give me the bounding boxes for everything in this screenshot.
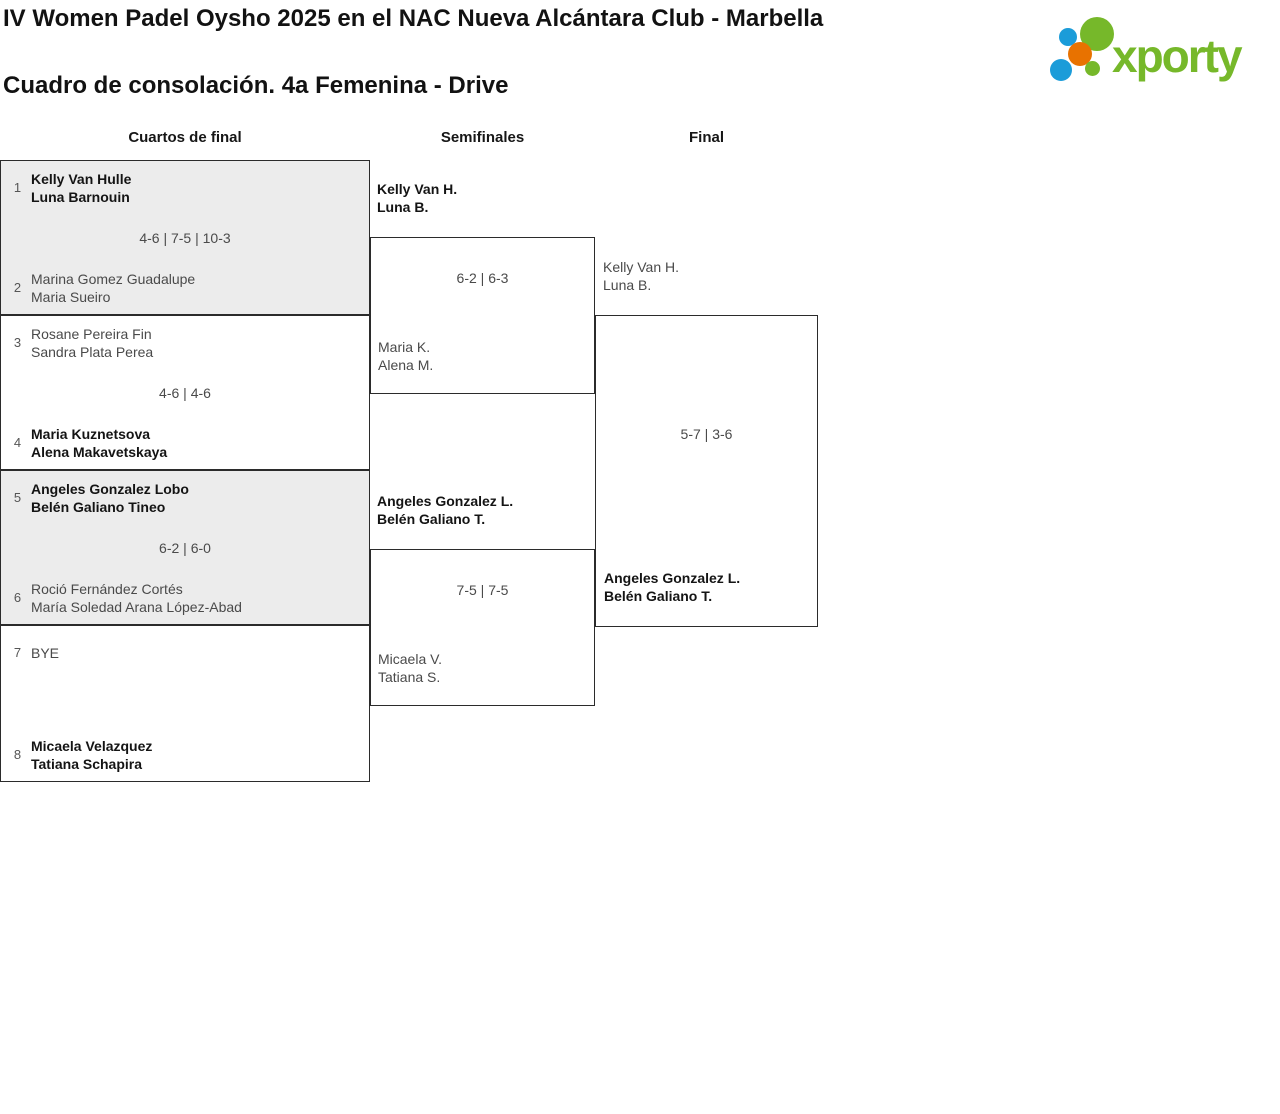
player-name: Kelly Van Hulle [31,170,132,187]
team-row: 2 Marina Gomez Guadalupe Maria Sueiro [11,269,359,306]
logo-dot-blue-small-icon [1059,28,1077,46]
team-row: 6 Roció Fernández Cortés María Soledad A… [11,579,359,616]
player-name: Angeles Gonzalez L. [377,493,514,509]
team-names: Roció Fernández Cortés María Soledad Ara… [31,580,242,616]
seed-number: 4 [13,435,22,450]
round-header-final: Final [688,129,724,146]
player-name: Belén Galiano T. [377,511,486,527]
player-name: Belén Galiano T. [604,588,713,604]
player-name: Roció Fernández Cortés [31,580,183,597]
seed-number: 3 [13,335,22,350]
seed-number: 6 [13,590,22,605]
advancing-team-label: Kelly Van H. Luna B. [377,180,457,216]
match-score: 6-2 | 6-0 [159,539,211,556]
team-names: Kelly Van Hulle Luna Barnouin [31,170,131,206]
seed-number: 8 [13,747,22,762]
logo-dot-blue-large-icon [1050,59,1072,81]
semifinal-match-1[interactable]: 6-2 | 6-3 Maria K. Alena M. [370,237,595,394]
bracket-subtitle: Cuadro de consolación. 4a Femenina - Dri… [3,72,509,99]
match-score: 4-6 | 4-6 [159,384,211,401]
round-header-semifinals: Semifinales [440,129,525,146]
match-score: 7-5 | 7-5 [456,582,509,598]
seed-number: 5 [13,490,22,505]
advancing-team-label: Angeles Gonzalez L. Belén Galiano T. [604,569,740,605]
semifinal-match-2[interactable]: 7-5 | 7-5 Micaela V. Tatiana S. [370,549,595,706]
player-name: Luna Barnouin [31,188,130,205]
player-name: Marina Gomez Guadalupe [31,270,196,287]
player-name: Kelly Van H. [377,181,458,197]
player-name: Micaela Velazquez [31,737,153,754]
team-names: BYE [31,644,59,662]
logo-dot-green-small-icon [1085,61,1100,76]
seed-number: 7 [13,645,22,660]
seed-number: 2 [13,280,22,295]
player-name: Luna B. [377,199,429,215]
tournament-title: IV Women Padel Oysho 2025 en el NAC Nuev… [3,5,824,32]
advancing-team-label: Maria K. Alena M. [378,338,433,374]
advancing-team-label: Micaela V. Tatiana S. [378,650,442,686]
team-names: Micaela Velazquez Tatiana Schapira [31,737,152,773]
match-score: 6-2 | 6-3 [456,270,509,286]
quarterfinal-match-1[interactable]: 1 Kelly Van Hulle Luna Barnouin 4-6 | 7-… [0,160,370,315]
player-name: Luna B. [603,277,652,293]
match-score: 4-6 | 7-5 | 10-3 [139,229,231,246]
final-match[interactable]: 5-7 | 3-6 Angeles Gonzalez L. Belén Gali… [595,315,818,627]
round-header-quarterfinals: Cuartos de final [128,129,242,146]
player-name: Angeles Gonzalez Lobo [31,480,189,497]
player-name: Tatiana Schapira [31,755,143,772]
seed-number: 1 [13,180,22,195]
match-score: 5-7 | 3-6 [680,426,733,442]
team-row: 3 Rosane Pereira Fin Sandra Plata Perea [11,324,359,361]
advancing-team-label: Kelly Van H. Luna B. [603,258,679,294]
player-name: Alena M. [378,357,434,373]
team-row: 4 Maria Kuznetsova Alena Makavetskaya [11,424,359,461]
team-row: 7 BYE [11,634,359,671]
player-name: Maria Kuznetsova [31,425,151,442]
team-names: Angeles Gonzalez Lobo Belén Galiano Tine… [31,480,189,516]
quarterfinal-match-2[interactable]: 3 Rosane Pereira Fin Sandra Plata Perea … [0,315,370,470]
xporty-logo[interactable]: xporty [1048,8,1280,92]
team-row: 5 Angeles Gonzalez Lobo Belén Galiano Ti… [11,479,359,516]
logo-wordmark: xporty [1112,30,1243,82]
player-name: Sandra Plata Perea [31,343,154,360]
player-name: Maria K. [378,339,431,355]
player-name: BYE [31,644,60,661]
team-row: 8 Micaela Velazquez Tatiana Schapira [11,736,359,773]
player-name: Rosane Pereira Fin [31,325,152,342]
team-row: 1 Kelly Van Hulle Luna Barnouin [11,169,359,206]
team-names: Marina Gomez Guadalupe Maria Sueiro [31,270,195,306]
player-name: Tatiana S. [378,669,441,685]
player-name: Angeles Gonzalez L. [604,570,741,586]
player-name: Maria Sueiro [31,288,111,305]
player-name: Belén Galiano Tineo [31,498,166,515]
team-names: Rosane Pereira Fin Sandra Plata Perea [31,325,153,361]
advancing-team-label: Angeles Gonzalez L. Belén Galiano T. [377,492,513,528]
player-name: Alena Makavetskaya [31,443,168,460]
quarterfinal-match-3[interactable]: 5 Angeles Gonzalez Lobo Belén Galiano Ti… [0,470,370,625]
player-name: Kelly Van H. [603,259,679,275]
player-name: Micaela V. [378,651,443,667]
player-name: María Soledad Arana López-Abad [31,598,242,615]
quarterfinal-match-4[interactable]: 7 BYE 8 Micaela Velazquez Tatiana Schapi… [0,625,370,782]
team-names: Maria Kuznetsova Alena Makavetskaya [31,425,167,461]
